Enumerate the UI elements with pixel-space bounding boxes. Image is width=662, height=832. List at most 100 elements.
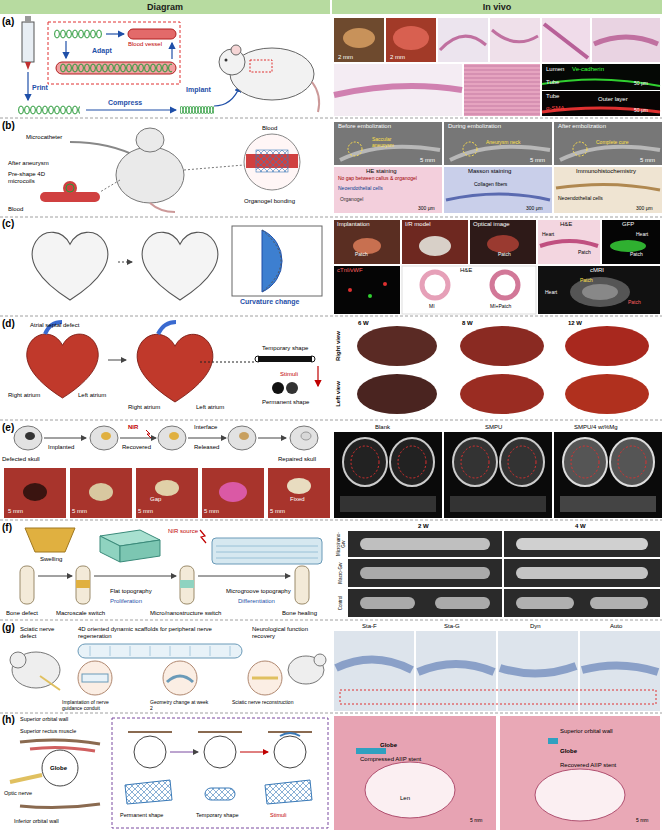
art-path <box>544 24 588 58</box>
art-ellipse <box>290 426 318 450</box>
art-g <box>357 326 649 414</box>
art-circle <box>42 750 78 786</box>
figure-label: Implanted <box>48 444 74 451</box>
art-path <box>150 203 175 212</box>
art-line <box>94 576 176 577</box>
art-circle <box>309 356 315 362</box>
figure-label: 6 W <box>358 320 369 327</box>
art-path <box>418 664 494 672</box>
figure-label: Aneurysm neck <box>486 140 520 146</box>
art-circle <box>78 661 112 695</box>
art-g <box>32 226 322 300</box>
art-rect <box>258 356 312 362</box>
figure-label: Bone healing <box>282 610 317 617</box>
figure-label: Control <box>338 590 343 616</box>
art-path <box>262 230 282 292</box>
figure-label: H&E <box>460 267 472 274</box>
figure-label: Sta-F <box>362 623 377 630</box>
art-rect <box>334 716 496 830</box>
figure-label: Curvature change <box>240 298 300 306</box>
art-rect <box>212 538 322 564</box>
figure-label: 5 mm <box>530 157 545 164</box>
figure-label: Tube <box>546 79 559 86</box>
figure-label: Complete cure <box>596 140 629 146</box>
art-rect <box>590 597 648 609</box>
art-rect <box>60 63 172 73</box>
figure-label: Repaired skull <box>278 456 316 463</box>
art-circle <box>272 382 284 394</box>
art-ellipse <box>460 374 544 414</box>
art-rect <box>128 29 176 39</box>
art-rect <box>112 718 328 828</box>
art-rect <box>340 690 656 704</box>
figure-label: Heart <box>545 290 557 296</box>
figure-label: Flat topography <box>110 588 152 595</box>
art-ellipse <box>351 446 379 478</box>
art-path <box>252 677 278 680</box>
figure-label: Patch <box>578 250 591 256</box>
art-rect <box>334 122 442 165</box>
art-line <box>118 262 132 263</box>
figure-label: Interface <box>194 424 217 431</box>
figure-label: 5 mm <box>270 508 285 515</box>
figure-label: 50 μm <box>634 81 648 87</box>
art-line <box>38 576 72 577</box>
figure-label: SMPU/4 wt%Mg <box>574 424 618 431</box>
art-circle <box>348 288 352 292</box>
art-ellipse <box>610 240 646 252</box>
art-line <box>0 620 662 621</box>
art-rect <box>542 18 590 62</box>
figure-label: After embolization <box>558 123 606 130</box>
figure-label: Neoendothelial cells <box>558 196 603 202</box>
figure-label: Implantation of nerve guidance conduit <box>62 700 130 712</box>
art-use <box>137 334 213 402</box>
figure-label: 5 mm <box>470 818 483 824</box>
figure-label: Neurological function recovery <box>252 626 327 640</box>
art-rect <box>438 18 488 62</box>
art-rect <box>232 226 322 296</box>
figure-label: Optic nerve <box>4 790 32 796</box>
art-ellipse <box>301 432 311 440</box>
art-rect <box>386 18 436 62</box>
figure-label: Compress <box>108 99 142 107</box>
figure-label: GFP <box>622 221 634 228</box>
art-g <box>10 644 326 695</box>
figure-label: Swelling <box>40 556 62 563</box>
header-bar: Diagram <box>0 0 330 14</box>
art-polygon <box>100 536 120 562</box>
art-rect <box>334 220 400 264</box>
art-ellipse <box>89 483 113 501</box>
art-circle <box>66 184 74 192</box>
figure-label: Before embolization <box>338 123 391 130</box>
figure-label: Sciatic nerve reconstruction <box>232 700 294 706</box>
figure-label: Temporary shape <box>196 812 239 818</box>
figure-label: Stimuli <box>280 371 298 378</box>
figure-label: Globe <box>560 748 577 755</box>
figure-label: cMRI <box>590 267 604 274</box>
figure-label: Micro/nanostructure switch <box>150 610 221 617</box>
art-rect <box>22 22 34 62</box>
art-path <box>40 676 60 690</box>
art-path <box>167 676 193 682</box>
figure-label: 5 mm <box>636 818 649 824</box>
art-rect <box>256 150 288 172</box>
figure-label: Fixed <box>290 496 305 503</box>
figure-label: 8 W <box>462 320 473 327</box>
figure-label: Stimuli <box>270 812 287 818</box>
figure-label: Right view <box>335 331 342 361</box>
figure-label: Print <box>32 84 48 92</box>
figure-label: Macroscale switch <box>56 610 105 617</box>
art-ellipse <box>23 483 47 501</box>
art-g <box>54 29 102 39</box>
art-circle <box>348 142 362 156</box>
figure-label: Collagen fibers <box>474 182 507 188</box>
figure-label: Recovered <box>122 444 151 451</box>
art-rect <box>360 567 490 579</box>
art-circle <box>422 272 448 298</box>
art-path <box>146 430 151 438</box>
art-line <box>240 752 268 753</box>
art-line <box>106 33 124 34</box>
art-line <box>171 43 172 59</box>
art-line <box>86 109 176 110</box>
